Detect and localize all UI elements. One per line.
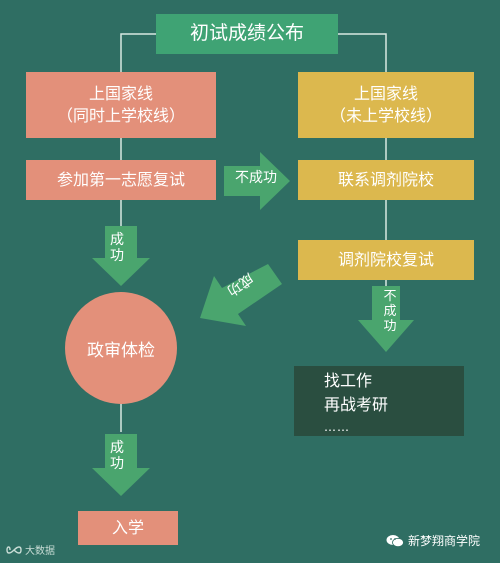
arrow-exam-success	[92, 434, 150, 496]
arrow-label-retest-fail: 不成功	[235, 170, 277, 186]
label-char: 功	[110, 456, 124, 473]
node-line-1: 上国家线	[88, 84, 153, 104]
watermark-left: 大数据	[6, 542, 55, 557]
node-line-1: 上国家线	[353, 84, 418, 104]
diagram-title: 初试成绩公布	[156, 14, 338, 54]
node-label: 参加第一志愿复试	[56, 170, 185, 190]
connector-title-right	[338, 33, 387, 72]
label-char: 不	[383, 289, 397, 304]
watermark-left-text: 大数据	[25, 546, 55, 557]
node-label: 联系调剂院校	[337, 170, 434, 190]
arrow-label-transfer-fail: 不 成 功	[378, 289, 402, 335]
node-label: 政审体检	[87, 340, 155, 361]
node-label: 调剂院校复试	[337, 250, 434, 270]
node-line-1: 找工作	[324, 371, 373, 390]
label-char: 功	[110, 248, 124, 265]
arrow-retest-success	[92, 226, 150, 286]
connector-title-left	[120, 33, 156, 72]
arrow-transfer-fail	[358, 286, 414, 352]
arrow-label-exam-success: 成 功	[102, 440, 132, 472]
node-first-choice-retest: 参加第一志愿复试	[26, 160, 216, 200]
node-admission: 入学	[78, 511, 178, 545]
node-transfer-retest: 调剂院校复试	[298, 240, 474, 280]
infinity-logo-icon	[6, 545, 22, 554]
arrow-transfer-success	[200, 264, 282, 326]
node-line-2: （同时上学校线）	[56, 106, 185, 125]
node-line-2: 再战考研	[324, 395, 389, 414]
label-char: 成	[110, 440, 124, 456]
label-char: 功	[383, 318, 397, 334]
arrow-retest-fail	[224, 152, 290, 210]
arrow-label-retest-success: 成 功	[102, 232, 132, 264]
node-national-line-school: 上国家线 （同时上学校线）	[26, 72, 216, 138]
node-line-2: （未上学校线）	[329, 106, 442, 125]
label-char: 成	[110, 232, 124, 248]
node-contact-transfer: 联系调剂院校	[298, 160, 474, 200]
node-ellipsis: ……	[324, 420, 350, 434]
watermark-right: 新梦翔商学院	[386, 532, 480, 549]
node-label: 入学	[111, 518, 144, 538]
watermark-right-text: 新梦翔商学院	[408, 534, 481, 548]
label-char: 成	[383, 303, 397, 319]
node-political-exam: 政审体检	[65, 292, 177, 404]
wechat-icon	[386, 534, 404, 547]
node-national-line-no-school: 上国家线 （未上学校线）	[298, 72, 474, 138]
node-outcome-fail: 找工作 再战考研 ……	[294, 366, 464, 436]
diagram-title-text: 初试成绩公布	[189, 22, 304, 45]
